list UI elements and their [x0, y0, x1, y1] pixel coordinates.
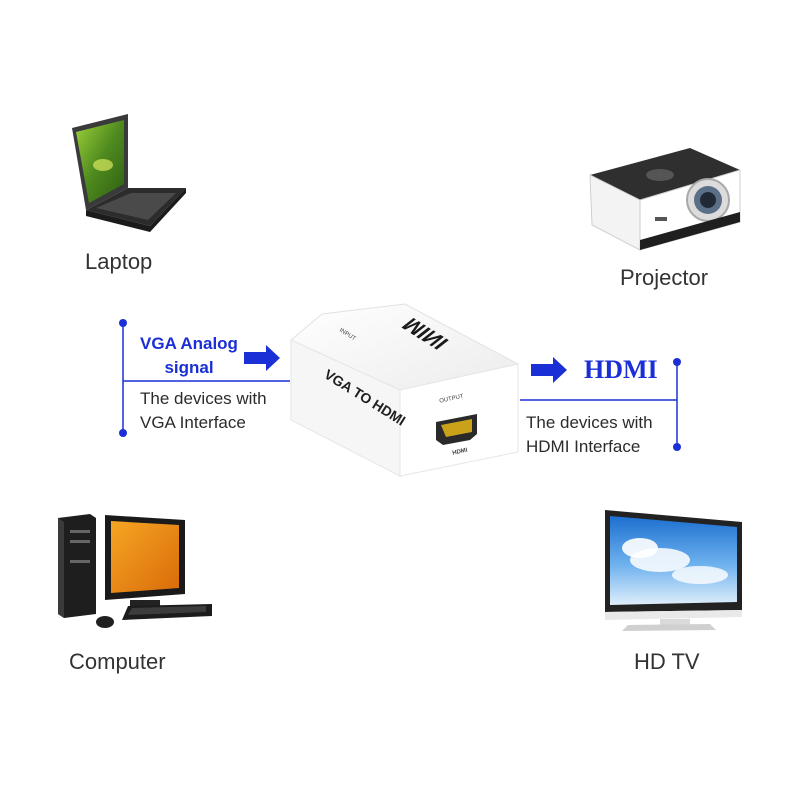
hdmi-side-bracket	[520, 358, 681, 451]
vga-signal-text: VGA Analog signal	[132, 332, 246, 380]
converter-box	[290, 303, 520, 477]
projector-image	[589, 148, 741, 251]
hdmi-devices-line2: HDMI Interface	[526, 437, 641, 456]
hdmi-brand-text: HDMI	[584, 355, 658, 384]
computer-label: Computer	[69, 649, 166, 674]
laptop-image	[72, 114, 186, 232]
vga-devices-text: The devices with VGA Interface	[140, 387, 267, 435]
laptop-label: Laptop	[85, 249, 153, 274]
vga-signal-line1: VGA Analog	[140, 334, 238, 353]
input-arrow	[244, 345, 280, 371]
vga-devices-line1: The devices with	[140, 389, 267, 408]
hdtv-image	[605, 510, 742, 631]
computer-image	[58, 514, 212, 628]
vga-side-bracket	[119, 319, 290, 437]
hdtv-label: HD TV	[634, 649, 700, 674]
output-arrow	[531, 357, 567, 383]
vga-signal-line2: signal	[164, 358, 214, 377]
projector-label: Projector	[620, 265, 709, 290]
hdmi-devices-line1: The devices with	[526, 413, 653, 432]
hdmi-devices-text: The devices with HDMI Interface	[526, 411, 653, 459]
vga-devices-line2: VGA Interface	[140, 413, 246, 432]
